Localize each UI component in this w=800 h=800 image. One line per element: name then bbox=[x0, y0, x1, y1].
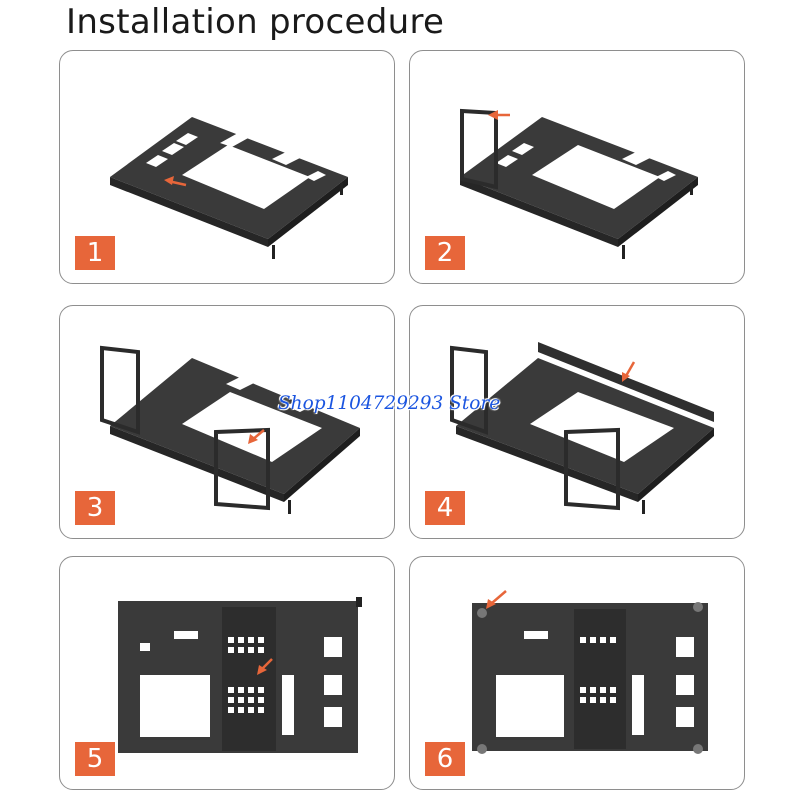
step-panel-2: 2 bbox=[409, 50, 745, 284]
frame-illustration bbox=[450, 342, 714, 514]
step-panel-6: 6 bbox=[409, 556, 745, 790]
frame-illustration bbox=[460, 108, 698, 259]
step-badge-1: 1 bbox=[75, 236, 115, 270]
frame-illustration bbox=[100, 345, 360, 514]
step-badge-3: 3 bbox=[75, 491, 115, 525]
page-title: Installation procedure bbox=[66, 2, 445, 42]
step-badge-2: 2 bbox=[425, 236, 465, 270]
step-badge-4: 4 bbox=[425, 491, 465, 525]
frame-illustration bbox=[118, 597, 362, 753]
step-panel-1: 1 bbox=[59, 50, 395, 284]
step-badge-5: 5 bbox=[75, 742, 115, 776]
step-badge-6: 6 bbox=[425, 742, 465, 776]
store-watermark: Shop1104729293 Store bbox=[278, 393, 501, 414]
step-panel-5: 5 bbox=[59, 556, 395, 790]
frame-illustration bbox=[472, 590, 708, 754]
step-panel-4: 4 bbox=[409, 305, 745, 539]
step-panel-3: 3 bbox=[59, 305, 395, 539]
frame-illustration bbox=[110, 117, 348, 259]
